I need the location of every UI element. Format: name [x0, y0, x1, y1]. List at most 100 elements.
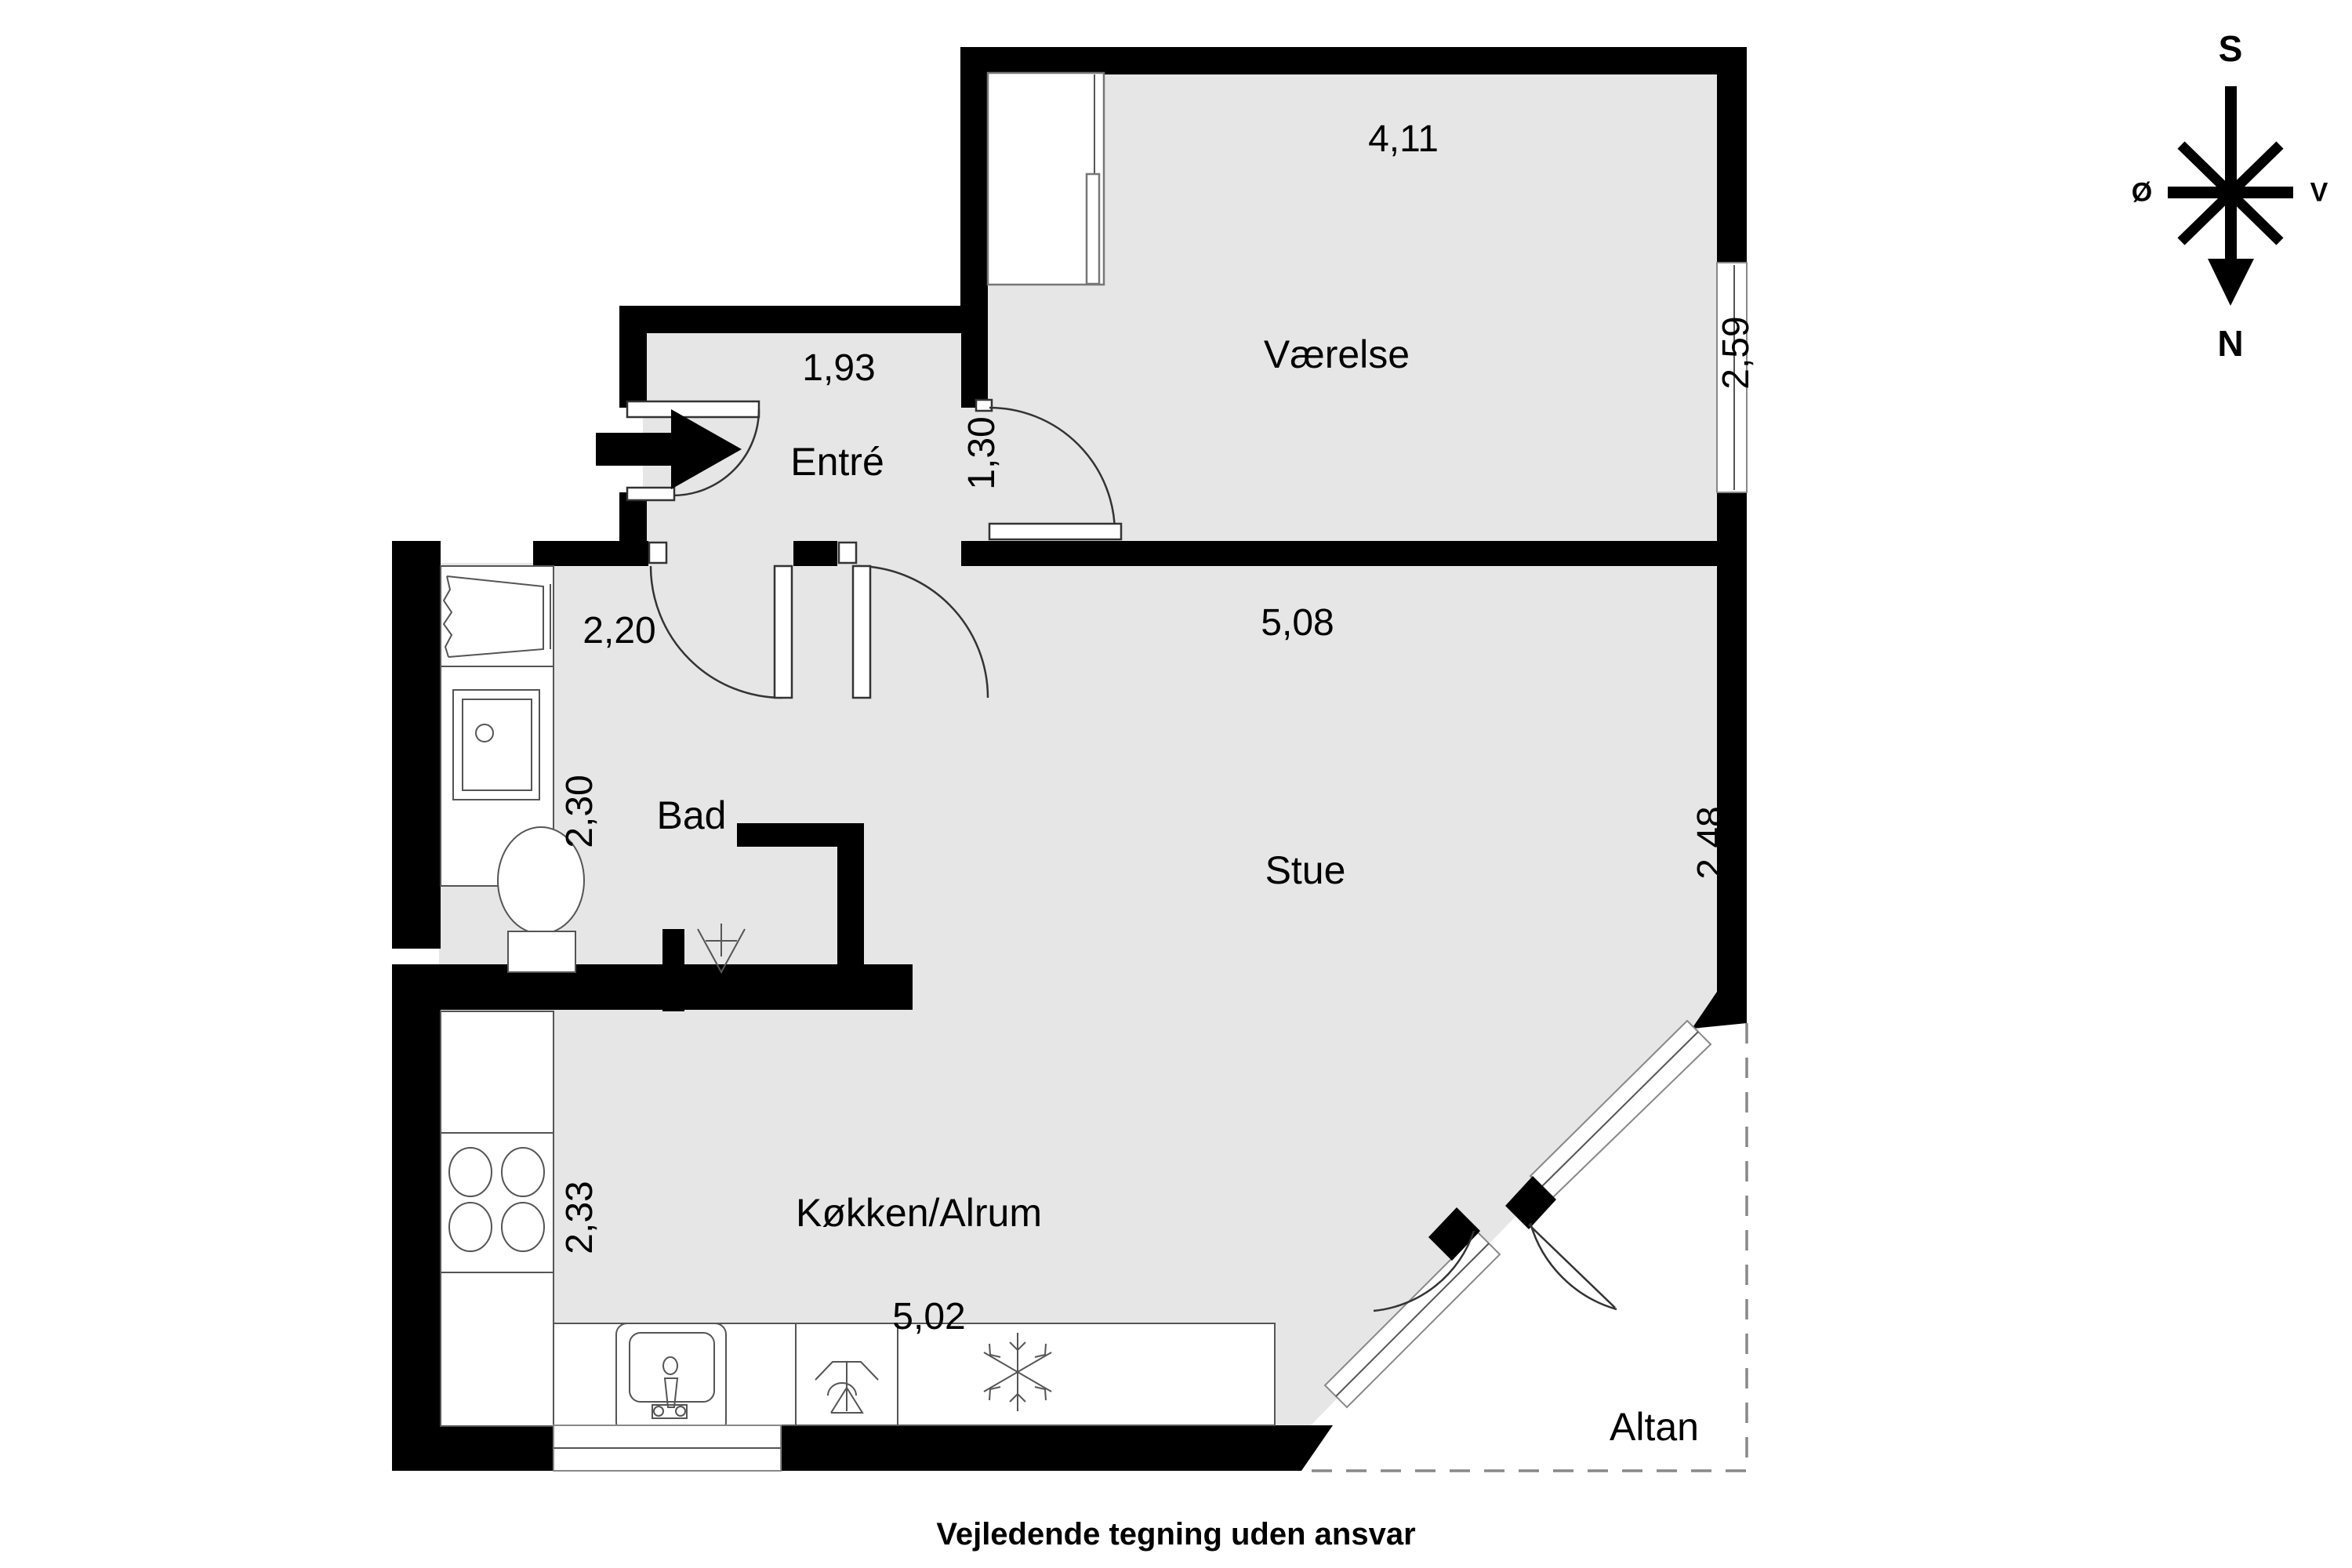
freezer-fixture [983, 1333, 1052, 1411]
balcony-door-jamb [1428, 1207, 1480, 1261]
stove-burner-3 [448, 1202, 492, 1252]
dimension-bad-depth: 2,30 [559, 775, 601, 848]
room-label-stue: Stue [1265, 848, 1346, 892]
dimension-vaerelse-width: 4,11 [1368, 118, 1439, 160]
room-label-altan: Altan [1610, 1405, 1699, 1449]
wall-outer-left-upper [392, 541, 441, 949]
room-label-bad: Bad [656, 793, 727, 837]
dimension-stue-depth: 2,48 [1690, 806, 1732, 880]
wall-vaerelse-top [960, 47, 1744, 74]
shower-curtain-icon [442, 575, 453, 658]
room-label-entre: Entré [790, 440, 884, 484]
door-entre-stue-arc [989, 406, 1116, 534]
sink-tap-base [652, 1404, 688, 1419]
entry-direction-arrow [596, 409, 742, 489]
balcony-door-mullion [1335, 1243, 1490, 1397]
wall-bad-stub [737, 823, 864, 847]
wall-vaerelse-right-upper [1717, 47, 1747, 263]
sink-basin [629, 1332, 715, 1403]
compass-label-south: S [2218, 28, 2243, 69]
wall-vaerelse-stue-divider [972, 541, 1747, 566]
washing-machine-knob [475, 724, 494, 742]
balcony-door-swing-arc [1373, 1230, 1475, 1312]
wall-entre-left-upper [619, 306, 647, 408]
wall-corner-ne-balcony [1692, 992, 1747, 1029]
wall-outer-left-bump [392, 541, 441, 588]
door-entre-bad-leaf [648, 541, 668, 564]
wall-outer-left-kitchen [392, 1000, 441, 1471]
door-group [596, 398, 1123, 699]
front-door-threshold [626, 486, 676, 502]
room-label-kokken: Køkken/Alrum [796, 1191, 1042, 1235]
dimension-entre-depth: 1,30 [961, 416, 1003, 490]
front-door-swing-arc [672, 408, 760, 497]
compass-label-east: Ø [2131, 177, 2153, 208]
wall-entre-bottom-pier [793, 541, 837, 566]
compass-vertical-axis [2225, 86, 2237, 278]
dishwasher-fixture [815, 1361, 879, 1414]
compass-rose [2168, 86, 2293, 306]
kitchen-fixture-group [440, 1011, 1276, 1472]
balcony-window-mullion [1541, 1031, 1699, 1188]
floor-drain-fixture [697, 924, 746, 975]
stove-burner-2 [501, 1147, 545, 1197]
wall-entre-bottom-left [533, 541, 648, 566]
niche-vaerelse-inner [1085, 172, 1101, 285]
dimension-stue-width: 5,08 [1261, 602, 1334, 644]
door-entre-bad-panel [773, 564, 793, 699]
dimension-kokken-width: 5,02 [892, 1296, 966, 1338]
door-entre-stue-leaf [975, 398, 993, 412]
washing-machine-door [452, 689, 540, 800]
window-vaerelse-east [1716, 262, 1748, 493]
kitchen-cabinet-lower [440, 1272, 554, 1427]
balcony-window-jamb [1505, 1176, 1556, 1229]
toilet-cistern [507, 931, 576, 973]
wall-entre-right-lower [961, 541, 988, 566]
wall-bad-partition [662, 929, 684, 1011]
wall-entre-top [619, 306, 988, 333]
dimension-vaerelse-depth: 2,59 [1715, 316, 1757, 390]
wall-bad-right [837, 823, 864, 1010]
disclaimer-caption: Vejledende tegning uden ansvar [936, 1517, 1416, 1552]
niche-vaerelse [986, 71, 1105, 286]
dimension-entre-width: 1,93 [802, 347, 876, 389]
balcony-glazing-group [1323, 1019, 1712, 1409]
dimension-kokken-depth: 2,33 [559, 1181, 601, 1254]
sink-tap-handle-right [675, 1406, 686, 1417]
compass-label-west: V [2310, 177, 2328, 208]
dimension-bad-width: 2,20 [583, 610, 656, 652]
stove-burner-4 [501, 1202, 545, 1252]
door-entre-kokken-leaf [837, 541, 858, 564]
floor-stue-kokken [514, 563, 1717, 1427]
wall-group [392, 47, 1747, 1471]
compass-label-north: N [2217, 323, 2244, 364]
sink-drain [662, 1356, 678, 1375]
balcony-boundary [1301, 1023, 1748, 1472]
wall-vaerelse-left [960, 47, 988, 306]
wall-corner-sw-balcony [1284, 1425, 1333, 1471]
front-door-leaf [626, 400, 760, 419]
compass-diagonal-nesw [2177, 141, 2284, 245]
sink-faucet [663, 1377, 679, 1408]
stove-fixture [440, 1132, 554, 1273]
wall-outer-bottom [392, 1425, 1301, 1471]
door-entre-kokken-arc [855, 564, 989, 699]
kitchen-cabinet-upper [440, 1011, 554, 1134]
shower-curtain-rail [446, 575, 544, 658]
balcony-outline-group [1301, 1023, 1748, 1472]
door-entre-stue-panel [988, 522, 1123, 541]
balcony-door-leaf [1528, 1224, 1616, 1308]
compass-north-arrowhead [2208, 259, 2254, 306]
room-label-vaerelse: Værelse [1263, 332, 1410, 376]
door-entre-bad-arc [649, 565, 783, 699]
sink-tap-handle-left [653, 1406, 664, 1417]
bathroom-fixture-group [440, 565, 746, 975]
wall-entre-right-pier [961, 306, 988, 408]
wall-stue-right [1717, 563, 1747, 1018]
washing-machine-inner [462, 699, 532, 791]
balcony-door-swing-arc-2 [1529, 1222, 1617, 1311]
stove-burner-1 [448, 1147, 492, 1197]
window-group [986, 71, 1748, 493]
